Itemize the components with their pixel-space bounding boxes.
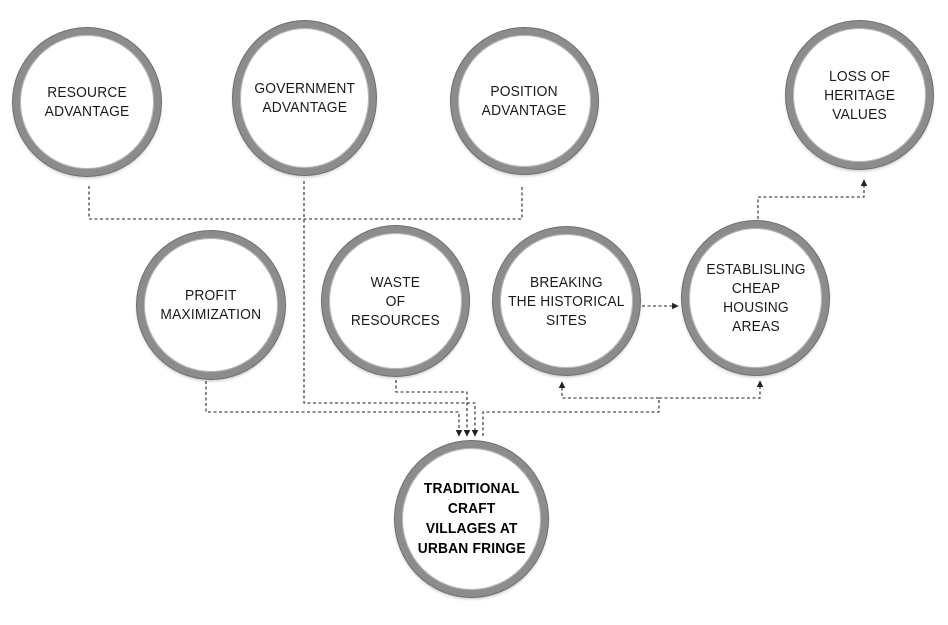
node-label: WASTE OF RESOURCES bbox=[350, 273, 441, 329]
node-profit-maximization: PROFIT MAXIMIZATION bbox=[137, 231, 285, 379]
node-label: ESTABLISLING CHEAP HOUSING AREAS bbox=[705, 261, 806, 335]
node-waste-of-resources: WASTE OF RESOURCES bbox=[322, 226, 469, 376]
node-breaking-historical-sites: BREAKING THE HISTORICAL SITES bbox=[493, 227, 640, 375]
node-label: RESOURCE ADVANTAGE bbox=[44, 84, 130, 120]
node-government-advantage: GOVERNMENT ADVANTAGE bbox=[233, 21, 376, 175]
node-traditional-craft-villages: TRADITIONAL CRAFT VILLAGES AT URBAN FRIN… bbox=[395, 441, 548, 597]
connector-branch-to-establishing bbox=[659, 380, 764, 399]
connector-housing-branch-to-traditional bbox=[482, 398, 660, 436]
node-label: BREAKING THE HISTORICAL SITES bbox=[508, 273, 625, 329]
node-label: POSITION ADVANTAGE bbox=[482, 83, 567, 119]
node-label: TRADITIONAL CRAFT VILLAGES AT URBAN FRIN… bbox=[417, 480, 526, 557]
node-loss-of-heritage-values: LOSS OF HERITAGE VALUES bbox=[786, 21, 933, 169]
node-label: PROFIT MAXIMIZATION bbox=[160, 287, 262, 323]
connector-branch-to-breaking bbox=[558, 381, 659, 399]
node-position-advantage: POSITION ADVANTAGE bbox=[451, 28, 598, 174]
node-resource-advantage: RESOURCE ADVANTAGE bbox=[13, 28, 161, 176]
node-label: LOSS OF HERITAGE VALUES bbox=[823, 67, 895, 123]
connector-profit-to-traditional bbox=[205, 381, 463, 437]
node-label: GOVERNMENT ADVANTAGE bbox=[254, 80, 355, 116]
node-establishing-cheap-housing: ESTABLISLING CHEAP HOUSING AREAS bbox=[682, 221, 829, 375]
connector-waste-to-traditional bbox=[395, 380, 471, 437]
connector-establishing-to-loss bbox=[757, 179, 868, 219]
connector-advantages-bracket bbox=[88, 186, 523, 220]
connector-government-to-traditional bbox=[303, 181, 479, 437]
